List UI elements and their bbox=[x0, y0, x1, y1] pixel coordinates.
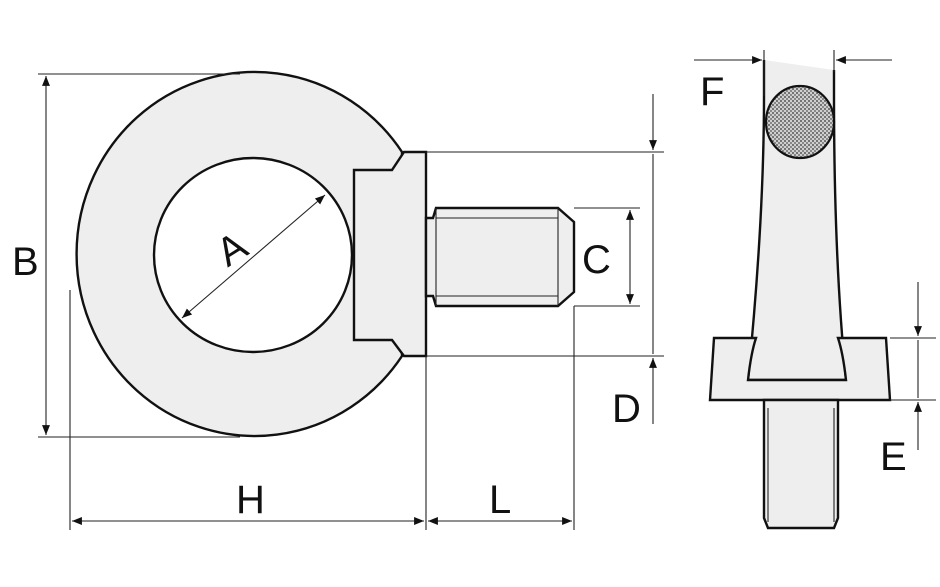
collar bbox=[352, 150, 428, 358]
eye-ring-hole bbox=[152, 156, 354, 354]
label-e: E bbox=[880, 435, 907, 479]
label-h: H bbox=[236, 478, 265, 522]
side-flange bbox=[708, 336, 892, 402]
label-d: D bbox=[612, 387, 641, 431]
front-view: A B C D H L bbox=[12, 70, 664, 530]
label-c: C bbox=[582, 238, 611, 282]
thread-shank bbox=[424, 206, 576, 308]
dim-a-line bbox=[181, 194, 326, 319]
label-f: F bbox=[700, 70, 724, 114]
ring-cross-section bbox=[764, 84, 836, 160]
label-b: B bbox=[12, 240, 39, 284]
side-view: F E bbox=[694, 50, 936, 530]
label-l: L bbox=[489, 478, 511, 522]
side-thread bbox=[762, 398, 840, 530]
